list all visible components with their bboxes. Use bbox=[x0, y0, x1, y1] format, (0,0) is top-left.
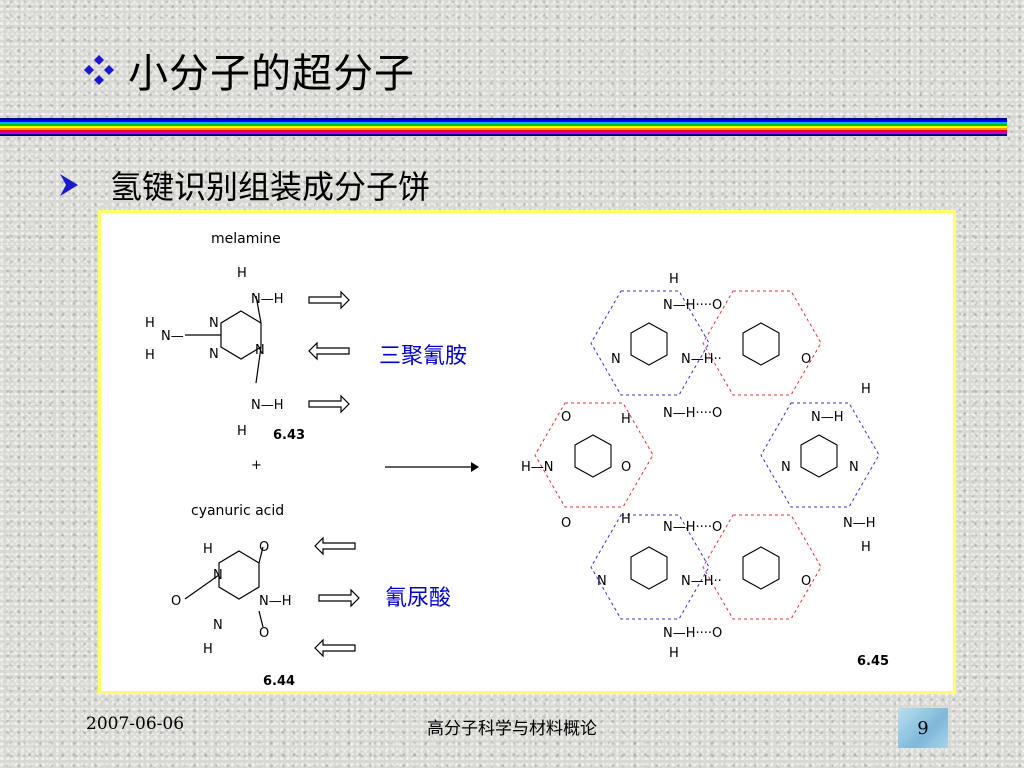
svg-text:N—H····O: N—H····O bbox=[663, 626, 722, 641]
svg-text:N—H··: N—H·· bbox=[681, 574, 722, 589]
svg-text:O: O bbox=[801, 352, 811, 367]
melamine-arrows bbox=[308, 290, 350, 414]
svg-text:N—H: N—H bbox=[251, 398, 284, 413]
slide-title: 小分子的超分子 bbox=[82, 42, 415, 98]
footer-course: 高分子科学与材料概论 bbox=[427, 719, 597, 739]
molecule-figure: melamine H N—H H N N— N H N N—H H 6.43 三… bbox=[98, 210, 956, 694]
svg-text:N—H: N—H bbox=[259, 594, 292, 609]
svg-text:H: H bbox=[145, 316, 155, 331]
svg-text:H: H bbox=[861, 382, 871, 397]
svg-text:H: H bbox=[669, 646, 679, 661]
svg-text:N: N bbox=[849, 460, 859, 475]
svg-text:H: H bbox=[145, 348, 155, 363]
svg-text:H: H bbox=[669, 272, 679, 287]
svg-text:N: N bbox=[209, 347, 219, 362]
svg-text:H: H bbox=[621, 512, 631, 527]
title-text: 小分子的超分子 bbox=[128, 51, 415, 97]
svg-text:N—H····O: N—H····O bbox=[663, 298, 722, 313]
melamine-structure bbox=[185, 295, 262, 384]
diamond-bullet-icon bbox=[84, 55, 114, 85]
svg-text:N—: N— bbox=[161, 329, 184, 344]
svg-text:N: N bbox=[209, 316, 219, 331]
svg-text:N: N bbox=[597, 574, 607, 589]
svg-text:N—H: N—H bbox=[843, 516, 876, 531]
bullet-text: 氢键识别组装成分子饼 bbox=[110, 168, 431, 206]
cyanuric-chinese-label: 氰尿酸 bbox=[385, 586, 451, 611]
cyanuric-structure bbox=[184, 546, 264, 628]
svg-text:N: N bbox=[213, 618, 223, 633]
page-number: 9 bbox=[917, 717, 929, 739]
svg-text:H: H bbox=[861, 540, 871, 555]
svg-text:O: O bbox=[561, 516, 571, 531]
melamine-label: melamine bbox=[211, 231, 281, 247]
svg-text:N: N bbox=[255, 343, 265, 358]
chemistry-diagram: melamine H N—H H N N— N H N N—H H 6.43 三… bbox=[145, 231, 889, 689]
svg-text:H—N: H—N bbox=[521, 460, 554, 475]
svg-text:H: H bbox=[203, 542, 213, 557]
svg-text:N—H····O: N—H····O bbox=[663, 406, 722, 421]
melamine-number: 6.43 bbox=[273, 428, 305, 443]
cyanuric-label: cyanuric acid bbox=[191, 503, 284, 519]
svg-text:O: O bbox=[259, 540, 269, 555]
svg-text:N: N bbox=[213, 568, 223, 583]
rosette-assembly bbox=[534, 290, 880, 620]
bullet-item: 氢键识别组装成分子饼 bbox=[58, 162, 430, 208]
footer-date: 2007-06-06 bbox=[86, 714, 185, 734]
svg-text:N: N bbox=[611, 352, 621, 367]
svg-text:H: H bbox=[237, 266, 247, 281]
svg-text:O: O bbox=[259, 626, 269, 641]
assembly-number: 6.45 bbox=[857, 654, 889, 669]
svg-text:N—H: N—H bbox=[251, 292, 284, 307]
svg-text:N: N bbox=[781, 460, 791, 475]
arrow-bullet-icon bbox=[60, 174, 78, 196]
melamine-chinese-label: 三聚氰胺 bbox=[379, 344, 467, 369]
cyanuric-number: 6.44 bbox=[263, 674, 295, 689]
page-number-box: 9 bbox=[898, 708, 948, 748]
svg-text:N—H: N—H bbox=[811, 410, 844, 425]
svg-text:N—H··: N—H·· bbox=[681, 352, 722, 367]
svg-text:H: H bbox=[237, 424, 247, 439]
svg-text:O: O bbox=[801, 574, 811, 589]
cyanuric-arrows bbox=[314, 536, 360, 658]
svg-text:N—H····O: N—H····O bbox=[663, 520, 722, 535]
svg-text:H: H bbox=[203, 642, 213, 657]
rainbow-divider bbox=[0, 118, 1007, 136]
svg-text:O: O bbox=[171, 594, 181, 609]
svg-text:H: H bbox=[621, 412, 631, 427]
svg-text:O: O bbox=[561, 410, 571, 425]
svg-text:O: O bbox=[621, 460, 631, 475]
plus-sign: + bbox=[251, 458, 262, 473]
